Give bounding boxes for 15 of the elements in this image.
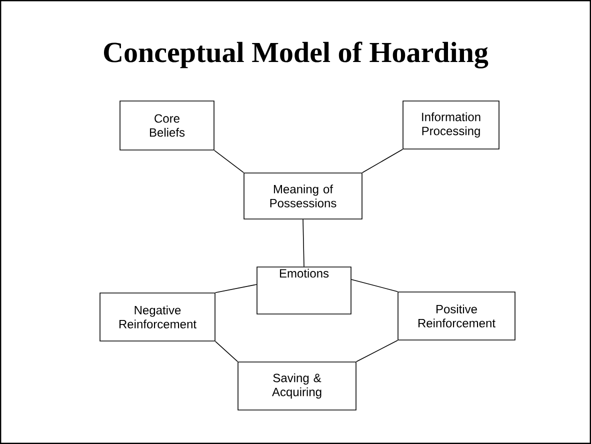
connector-line: [356, 340, 398, 362]
connector-line: [302, 219, 304, 267]
concept-box: Information Processing: [402, 100, 500, 150]
concept-box: Meaning of Possessions: [244, 172, 362, 220]
concept-box: Saving & Acquiring: [238, 362, 356, 410]
concept-box: Positive Reinforcement: [398, 292, 516, 340]
connector-line: [215, 341, 238, 362]
connector-line: [362, 149, 403, 173]
connector-line: [351, 279, 398, 292]
title: Conceptual Model of Hoarding: [104, 42, 488, 68]
concept-box: Emotions: [256, 266, 352, 314]
connector-line: [215, 284, 257, 293]
concept-box: Core Beliefs: [120, 100, 214, 150]
concept-box: Negative Reinforcement: [100, 292, 216, 342]
connector-line: [214, 150, 244, 173]
